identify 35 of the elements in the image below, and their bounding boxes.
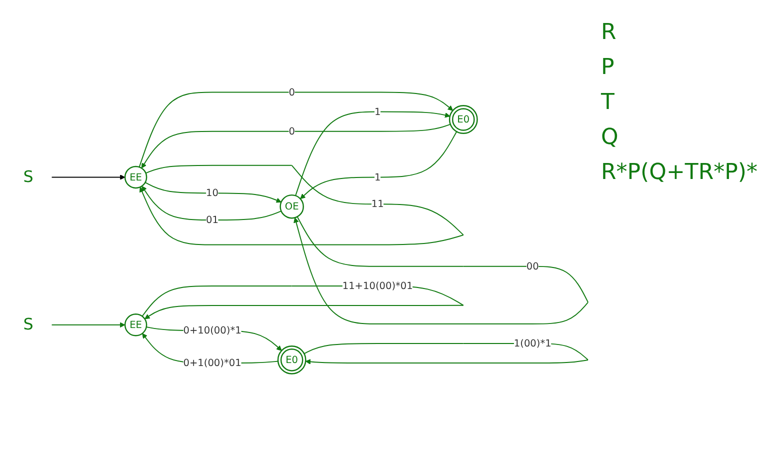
edge-label: 0	[288, 86, 295, 98]
state-diagram: 11 10 01 0 0 1 1 00 11+10(00)*01 0+10(00)*1 0+1(00)*01 1(00)*1 S EE OE E0 S EE E0	[0, 80, 593, 378]
arrow	[51, 174, 126, 180]
expression-label: R	[601, 20, 618, 45]
node-circle	[448, 104, 478, 134]
edge-label: 11+10(00)*01	[342, 280, 413, 292]
arrow	[295, 110, 450, 196]
arrow	[144, 182, 282, 202]
arrow	[51, 322, 126, 328]
expression-label: T	[601, 90, 616, 115]
node-circle	[277, 345, 306, 374]
arrow	[142, 186, 282, 220]
edge-label: 0+1(00)*01	[183, 356, 242, 368]
expression-label: Q	[601, 125, 620, 150]
node-circle	[124, 166, 148, 188]
edge-label: 11	[371, 198, 384, 210]
edge-label: 1(00)*1	[514, 337, 552, 349]
arrow	[140, 164, 464, 245]
edge-label: 0	[288, 124, 295, 137]
arrow	[300, 130, 458, 199]
node-text: S	[23, 167, 34, 186]
arrow	[141, 123, 451, 168]
edge-label: 1	[374, 170, 381, 182]
node-circle	[280, 194, 304, 218]
edge-label: 1	[374, 105, 381, 117]
edge-label: 01	[206, 214, 218, 226]
arrow	[294, 216, 589, 324]
arrow	[138, 91, 454, 168]
node-text: S	[23, 315, 34, 334]
expression-label: R*P(Q+TR*P)*	[601, 160, 758, 185]
edge-label: 0+10(00)*1	[183, 324, 242, 336]
node-circle	[124, 313, 148, 336]
edge-label: 00	[526, 260, 539, 272]
expression-label: P	[601, 55, 616, 80]
edge-label: 10	[206, 186, 218, 198]
